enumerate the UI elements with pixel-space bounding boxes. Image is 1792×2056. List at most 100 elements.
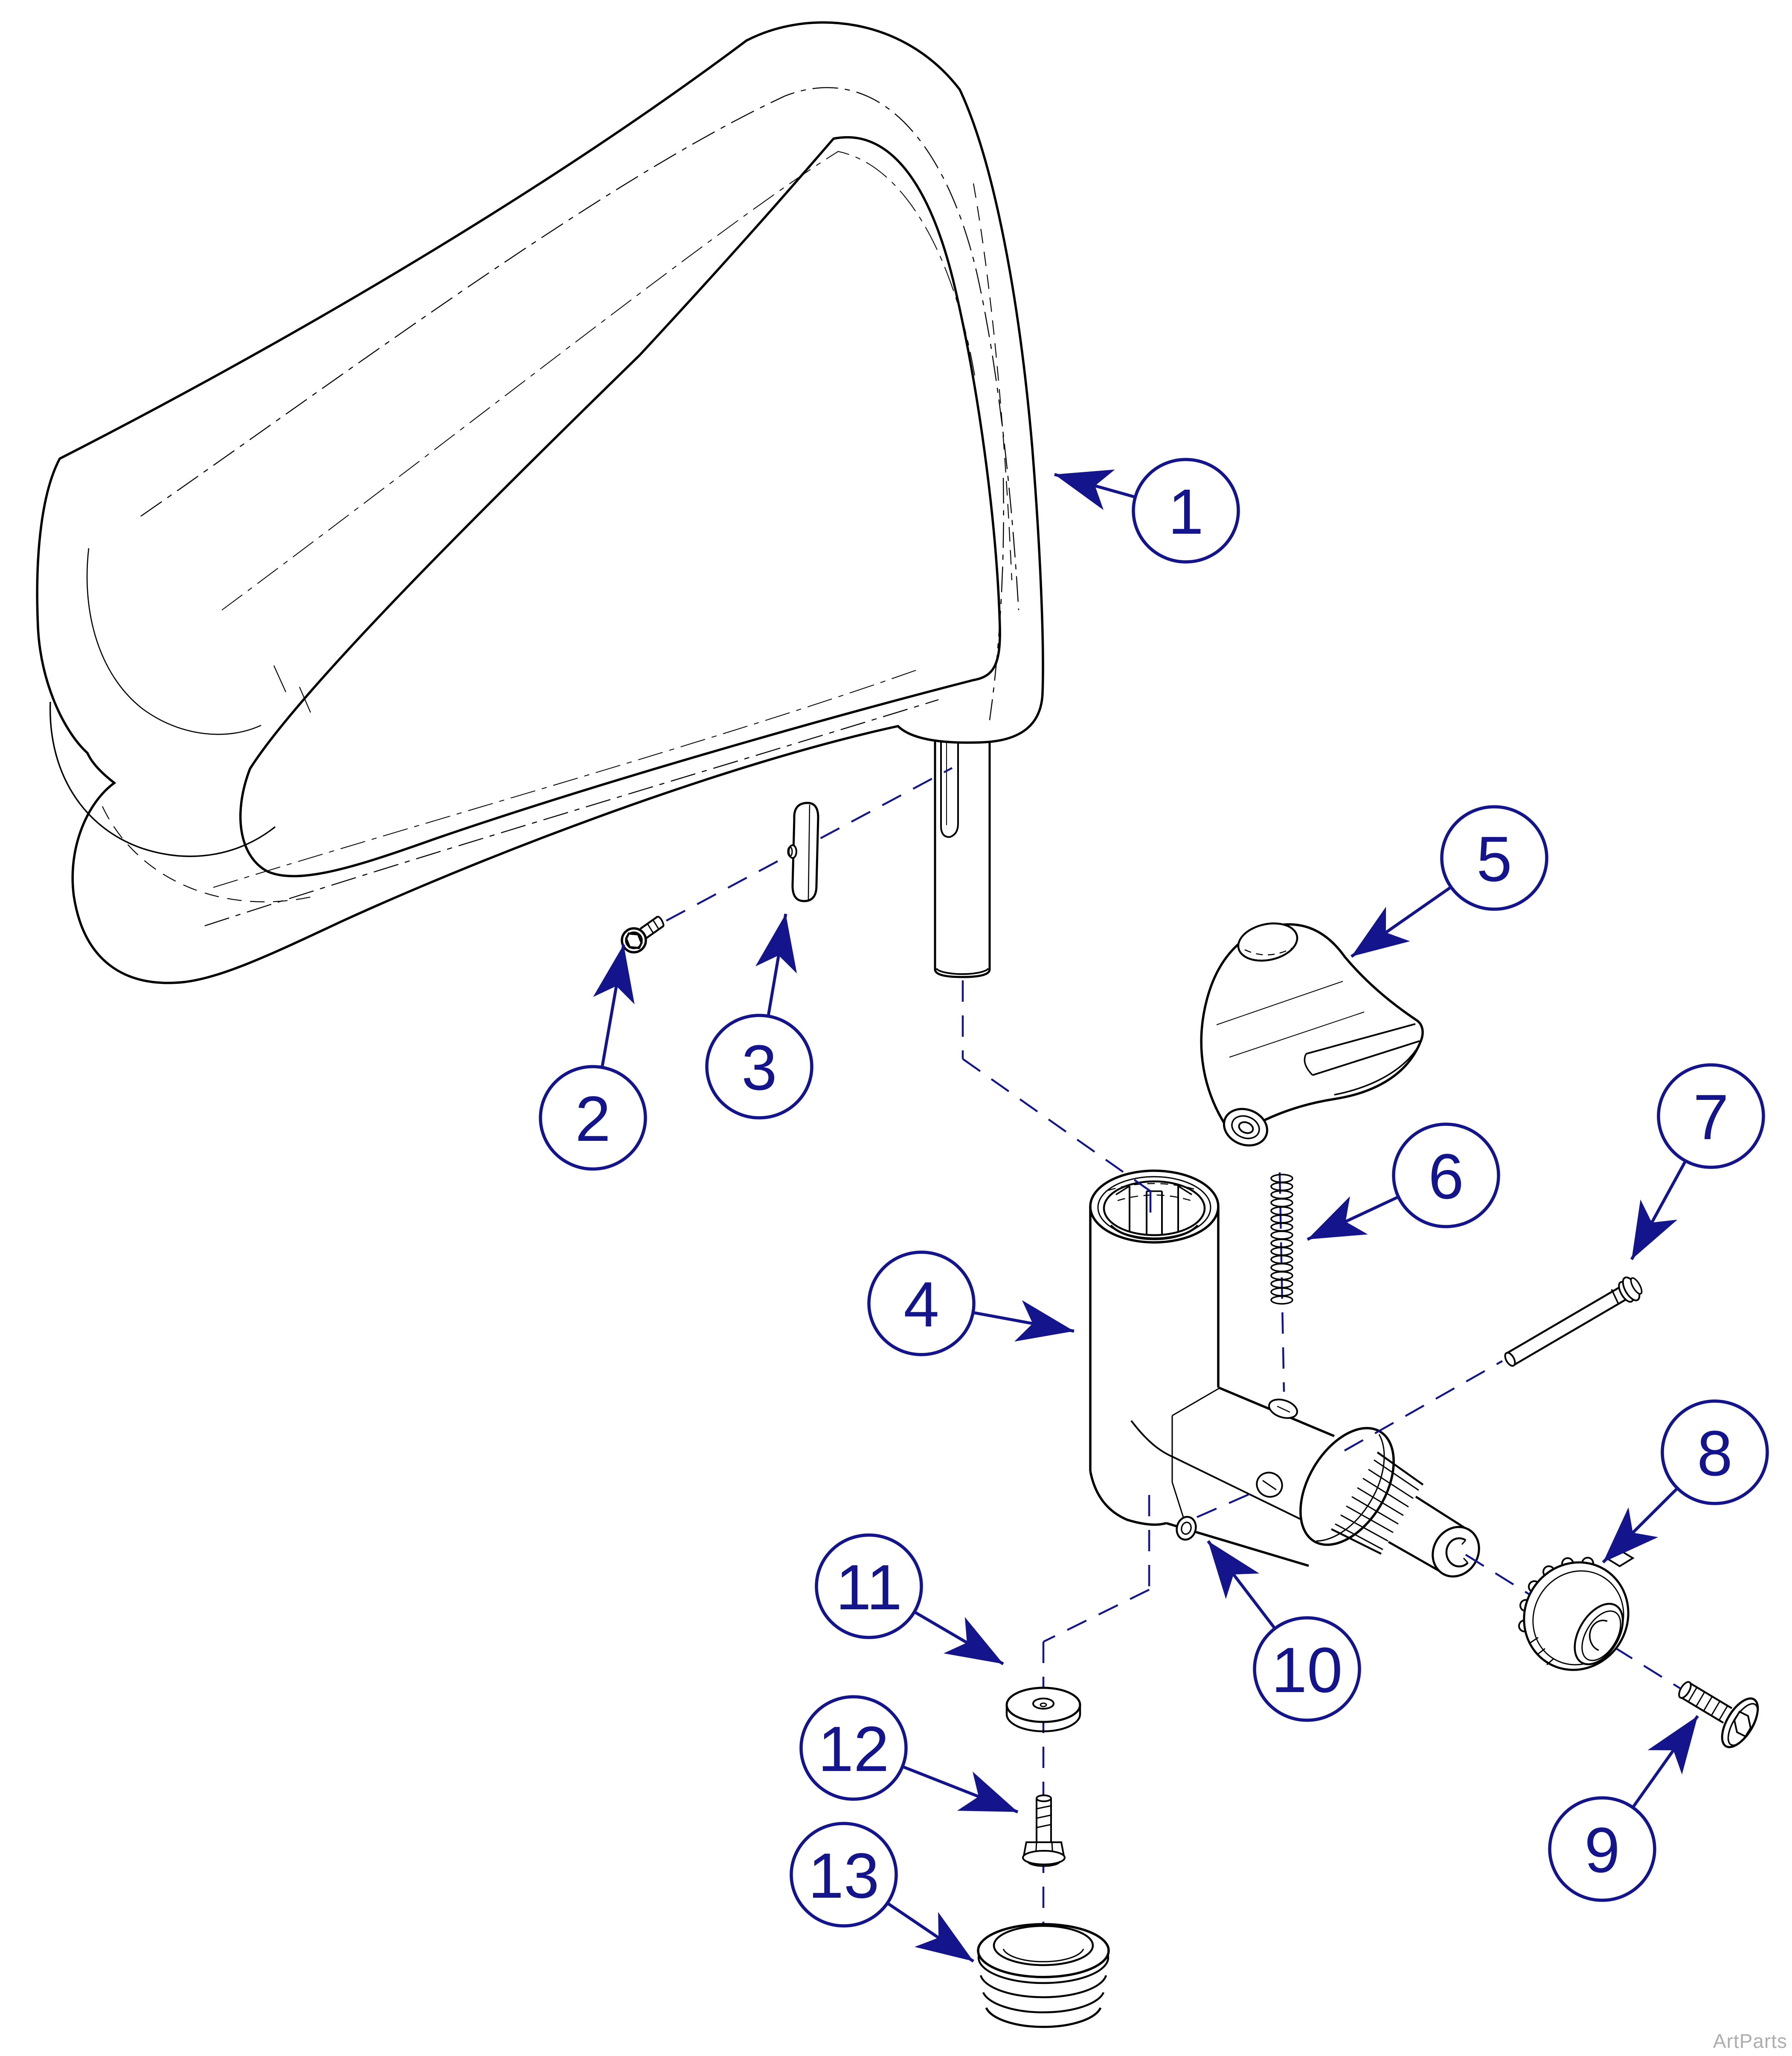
detent-hole-mark <box>1262 1480 1277 1491</box>
screw12-flange <box>1022 1850 1066 1865</box>
callout-4-number: 4 <box>903 1268 939 1340</box>
housing-socket-bore <box>1103 1180 1206 1236</box>
screw2-shaft-edges <box>639 916 665 939</box>
handle-end-seam <box>86 548 261 735</box>
part-9-screw <box>1678 1681 1759 1748</box>
washer-bottom <box>1005 1714 1081 1733</box>
callout-1-number: 1 <box>1168 476 1203 547</box>
handle-seam-ticks <box>273 665 311 713</box>
screw9-shaft-edges <box>1680 1682 1733 1724</box>
callout-8-number: 8 <box>1697 1417 1732 1489</box>
screw12-flange-under <box>1027 1861 1061 1867</box>
callout-9: 9 <box>1548 1715 1699 1902</box>
callout-10-balloon <box>1253 1616 1361 1722</box>
callout-4-leader-arrow <box>972 1300 1075 1342</box>
washer-hole-center <box>1040 1702 1047 1707</box>
callout-4-balloon <box>867 1250 976 1356</box>
callout-2-balloon <box>539 1065 647 1171</box>
assembly-axis-lines <box>665 767 1701 1940</box>
handle-inner-cutout <box>239 136 1001 878</box>
callout-10: 10 <box>1207 1540 1361 1722</box>
callout-13-number: 13 <box>808 1840 880 1911</box>
cap13-rib-1 <box>977 1957 1109 1984</box>
cap-body <box>1200 923 1424 1134</box>
socket-spline-teeth <box>1129 1186 1179 1235</box>
part-4-housing <box>1089 1169 1480 1578</box>
cap13-bottom <box>985 2007 1102 2028</box>
cap-mouth-edges <box>1306 1023 1420 1076</box>
axis-oring <box>1197 1489 1260 1518</box>
axis-screw2-key3 <box>665 767 953 922</box>
callout-11-number: 11 <box>836 1551 902 1623</box>
axis-pin <box>1344 1360 1503 1451</box>
callout-7: 7 <box>1630 1063 1765 1260</box>
key-body <box>791 802 819 902</box>
screw2-threads <box>647 920 660 934</box>
cap13-rib-3 <box>982 1992 1105 2013</box>
screw12-threads <box>1035 1805 1052 1829</box>
callout-5-number: 5 <box>1476 823 1512 895</box>
cap13-opening <box>993 1925 1094 1966</box>
arm-root-facets <box>1171 1387 1220 1518</box>
handle-centerline-bottom <box>204 699 939 927</box>
callout-8-leader-arrow <box>1602 1487 1679 1564</box>
cap-surface-lines <box>1216 981 1365 1058</box>
pin-fill <box>1507 1285 1629 1365</box>
knob-bore-inner <box>1581 1610 1621 1661</box>
axis-lower-jog <box>1043 1588 1150 1643</box>
part-3-key <box>787 802 819 902</box>
axis-knob-screw <box>1465 1554 1701 1701</box>
socket-spline-bottom <box>1110 1224 1199 1240</box>
callout-8-balloon <box>1661 1399 1769 1505</box>
callout-9-leader-arrow <box>1631 1715 1699 1809</box>
cap13-rib-2 <box>979 1975 1107 1998</box>
ratchet-flange <box>1299 1427 1395 1546</box>
screw9-hex-socket <box>1733 1710 1752 1738</box>
socket-hidden-arc-1 <box>1108 1183 1199 1191</box>
cap-boss-ring <box>1231 1115 1260 1140</box>
spline-teeth <box>1335 1459 1419 1550</box>
callout-3-leader-arrow <box>755 913 797 1017</box>
callout-5-leader-arrow <box>1350 885 1452 958</box>
screw2-tip <box>657 916 665 926</box>
part-2-screw <box>621 916 665 954</box>
callout-6-balloon <box>1392 1123 1500 1228</box>
handle-hidden-line-right <box>973 183 1013 581</box>
ratchet-flange-rim <box>1316 1434 1385 1542</box>
callout-3-balloon <box>705 1014 813 1120</box>
part-5-cap <box>1200 922 1424 1147</box>
pin-tail <box>1504 1352 1516 1367</box>
part-7-pin <box>1504 1277 1643 1367</box>
handle-centerline-top-2 <box>221 151 975 611</box>
shaft-end-keyway <box>1461 1539 1469 1564</box>
callout-11-leader-arrow <box>913 1610 1004 1666</box>
callout-7-leader-arrow <box>1630 1160 1687 1260</box>
screw9-tip <box>1678 1681 1692 1699</box>
part-12-screw <box>1022 1794 1066 1867</box>
handle-mounting-post <box>934 722 991 978</box>
part-1-handle <box>36 21 1044 984</box>
oring-inner <box>1181 1521 1192 1535</box>
handle-grip-pad-seam <box>49 701 276 857</box>
callout-5: 5 <box>1350 805 1548 958</box>
callout-10-number: 10 <box>1272 1634 1343 1706</box>
pin-shaft <box>1506 1285 1630 1366</box>
arm-front-edge <box>1130 1420 1342 1540</box>
callout-6-leader-arrow <box>1307 1195 1400 1241</box>
cap13-side-ticks <box>978 1951 1109 1958</box>
washer-sides <box>1005 1705 1081 1714</box>
knob-body <box>1523 1561 1629 1671</box>
handle-centerline-top <box>140 87 1019 611</box>
callout-7-number: 7 <box>1693 1081 1728 1153</box>
key-edge-line <box>807 804 810 900</box>
callout-9-balloon <box>1548 1796 1656 1902</box>
callout-13-leader-arrow <box>886 1902 974 1963</box>
post-bottom-edge <box>935 968 989 975</box>
spring-hole-mark <box>1277 1405 1290 1413</box>
cap-boss-hole <box>1238 1121 1254 1134</box>
callout-3-number: 3 <box>741 1032 777 1103</box>
watermark: ArtParts <box>1713 2030 1787 2052</box>
